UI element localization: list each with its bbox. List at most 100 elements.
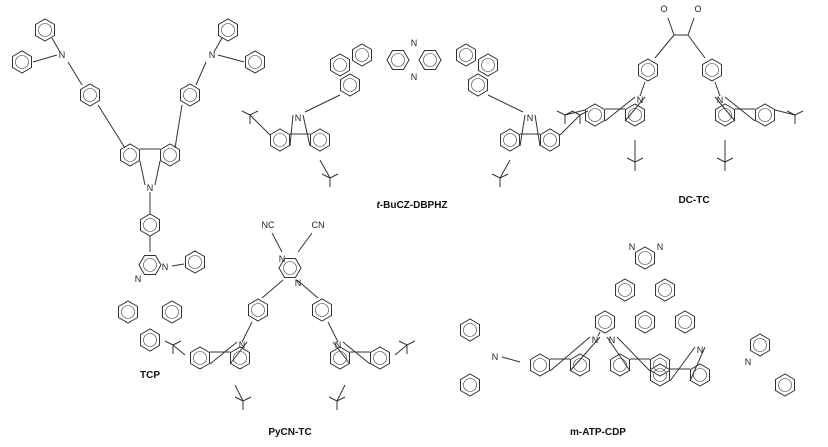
aromatic-circle: [533, 358, 547, 372]
bond: [97, 104, 126, 149]
benzene-ring: [278, 258, 302, 278]
aromatic-circle: [83, 88, 97, 102]
benzene-ring: [690, 363, 710, 387]
aromatic-circle: [653, 368, 667, 382]
bond: [556, 110, 566, 116]
aromatic-circle: [143, 258, 157, 272]
bond: [172, 344, 186, 356]
bond: [171, 263, 185, 267]
atom-cyano_left: NC: [262, 220, 275, 230]
aromatic-circle: [283, 261, 297, 275]
benzene-ring: [635, 246, 655, 270]
aromatic-circle: [641, 63, 655, 77]
benzene-ring: [585, 103, 605, 127]
benzene-ring: [162, 300, 182, 324]
benzene-ring: [248, 298, 268, 322]
benzene-ring: [595, 310, 615, 334]
bond: [724, 157, 734, 163]
atom-nitrogen: N: [745, 357, 752, 367]
aromatic-circle: [333, 351, 347, 365]
bond: [271, 232, 283, 253]
bond: [336, 396, 346, 402]
bond: [616, 336, 651, 372]
aromatic-circle: [165, 305, 179, 319]
bond: [297, 232, 313, 253]
benzene-ring: [340, 73, 360, 97]
atom-nitrogen: N: [609, 335, 616, 345]
aromatic-circle: [758, 108, 772, 122]
benzene-ring: [370, 346, 390, 370]
label-dc-tc: DC-TC: [678, 195, 709, 206]
benzene-ring: [330, 53, 350, 77]
bond: [499, 173, 509, 179]
aromatic-circle: [163, 148, 177, 162]
benzene-ring: [675, 310, 695, 334]
benzene-ring: [185, 250, 205, 274]
aromatic-circle: [705, 63, 719, 77]
bond: [716, 157, 726, 163]
aromatic-circle: [481, 58, 495, 72]
benzene-ring: [755, 103, 775, 127]
bond: [67, 61, 83, 86]
bond: [487, 94, 524, 113]
aromatic-circle: [471, 78, 485, 92]
benzene-ring: [160, 143, 180, 167]
bonds: [12, 17, 804, 410]
bond: [241, 321, 253, 343]
benzene-ring: [468, 73, 488, 97]
bond: [336, 384, 346, 402]
aromatic-circle: [638, 251, 652, 265]
benzene-ring: [312, 298, 332, 322]
bond: [398, 340, 408, 346]
aromatic-circle: [373, 351, 387, 365]
aromatic-circle: [121, 305, 135, 319]
aromatic-circle: [221, 23, 235, 37]
bond: [304, 94, 341, 113]
aromatic-circle: [183, 88, 197, 102]
bond: [564, 109, 586, 116]
bond: [669, 346, 696, 382]
bond: [249, 114, 271, 136]
atom-nitrogen: N: [162, 262, 169, 272]
benzene-ring: [12, 50, 32, 74]
benzene-ring: [270, 128, 290, 152]
bond: [491, 173, 501, 179]
benzene-ring: [245, 50, 265, 74]
bond: [229, 341, 248, 365]
bond: [51, 37, 61, 53]
aromatic-circle: [313, 133, 327, 147]
label-m-atp-cdp: m-ATP-CDP: [570, 427, 626, 438]
bond: [234, 384, 244, 402]
bond: [559, 114, 581, 136]
benzene-ring: [650, 353, 670, 377]
atom-nitrogen: N: [629, 242, 636, 252]
aromatic-circle: [251, 303, 265, 317]
benzene-ring: [635, 310, 655, 334]
bond: [571, 110, 581, 116]
aromatic-circle: [423, 53, 437, 67]
atom-nitrogen: N: [592, 335, 599, 345]
bond: [327, 321, 339, 343]
atom-nitrogen: N: [295, 113, 302, 123]
bond: [519, 114, 526, 147]
benzene-ring: [478, 53, 498, 77]
bond: [794, 110, 804, 116]
bond: [774, 109, 796, 116]
aromatic-circle: [678, 315, 692, 329]
benzene-ring: [118, 300, 138, 324]
bond: [32, 54, 58, 63]
aromatic-circle: [693, 368, 707, 382]
bond: [319, 159, 331, 179]
atom-nitrogen: N: [147, 183, 154, 193]
bond: [249, 110, 259, 116]
benzene-ring: [460, 373, 480, 397]
aromatic-circle: [459, 48, 473, 62]
benzene-ring: [750, 333, 770, 357]
label-tcp: TCP: [140, 370, 160, 381]
label-prefix: t: [376, 200, 380, 211]
atom-nitrogen: N: [59, 50, 66, 60]
aromatic-circle: [638, 315, 652, 329]
aromatic-circle: [503, 133, 517, 147]
label-pycn-tc: PyCN-TC: [268, 427, 311, 438]
